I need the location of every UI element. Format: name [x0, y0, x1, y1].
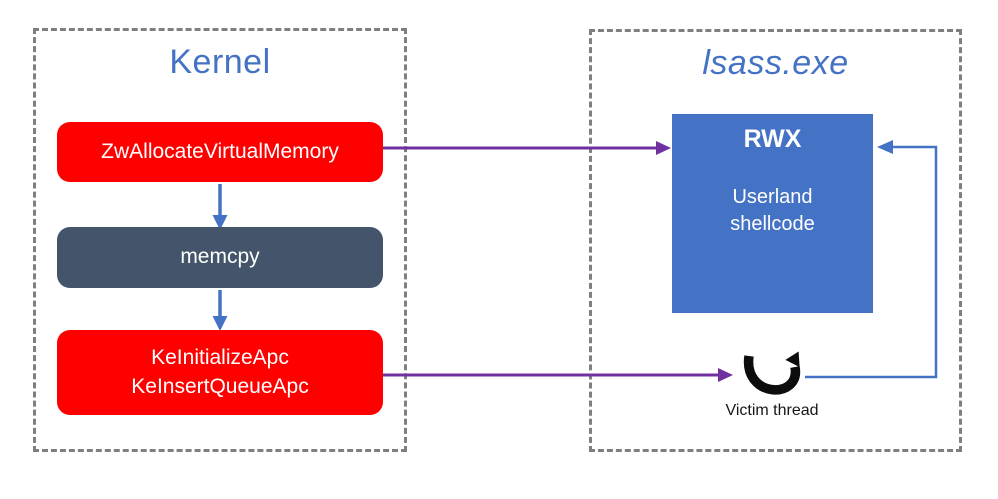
arrow-zw-to-memcpy: [212, 184, 228, 230]
arrow-victim-to-rwx: [805, 140, 938, 379]
arrow-zw-to-rwx: [383, 141, 671, 155]
arrow-memcpy-to-keapc: [212, 290, 228, 331]
victim-thread-label: Victim thread: [725, 402, 819, 419]
rwx-memory-region: RWX Userland shellcode: [672, 114, 873, 313]
lsass-panel: lsass.exe: [589, 29, 962, 452]
node-memcpy: memcpy: [57, 227, 383, 288]
node-label-line1: KeInitializeApc: [151, 346, 289, 370]
kernel-panel: Kernel: [33, 28, 407, 452]
u-turn-arrow-icon: [744, 351, 800, 395]
node-keapc: KeInitializeApc KeInsertQueueApc: [57, 330, 383, 415]
node-label: memcpy: [180, 245, 260, 269]
lsass-panel-title: lsass.exe: [702, 44, 849, 82]
node-label-line2: KeInsertQueueApc: [131, 374, 309, 398]
rwx-body: Userland shellcode: [730, 186, 815, 235]
node-zwallocatevirtualmemory: ZwAllocateVirtualMemory: [57, 122, 383, 182]
node-label: ZwAllocateVirtualMemory: [101, 139, 339, 163]
arrow-keapc-to-victim: [383, 368, 733, 382]
kernel-panel-title: Kernel: [169, 43, 271, 81]
rwx-heading: RWX: [743, 125, 802, 153]
